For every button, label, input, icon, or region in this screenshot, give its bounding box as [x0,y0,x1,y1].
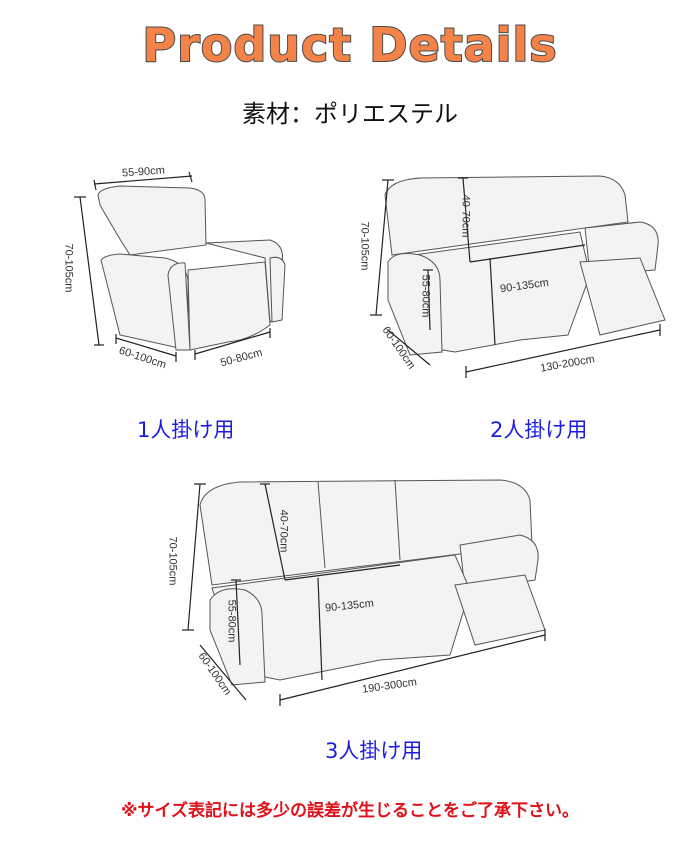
double-back-height-label: 40-70cm [459,194,472,238]
double-dimension-lines [370,177,661,378]
triple-recliner-drawing [199,479,546,686]
double-caption: 2人掛け用 [490,418,588,442]
double-arm-height-label: 55-80cm [419,274,432,318]
page-title: Product Details [141,17,558,73]
single-recliner-drawing [97,185,286,351]
double-recliner-drawing [384,175,666,356]
single-caption: 1人掛け用 [137,418,235,442]
triple-caption: 3人掛け用 [325,739,423,763]
single-height-label: 70-105cm [62,243,75,293]
size-disclaimer: ※サイズ表記には多少の誤差が生じることをご了承下さい。 [120,801,580,821]
triple-back-height-label: 40-70cm [277,509,290,553]
double-height-label: 70-105cm [358,221,371,271]
triple-dimension-lines [182,483,546,706]
material-label: 素材：ポリエステル [242,100,458,128]
triple-height-label: 70-105cm [166,536,179,586]
single-dimension-lines [74,171,271,362]
triple-arm-height-label: 55-80cm [225,599,238,643]
